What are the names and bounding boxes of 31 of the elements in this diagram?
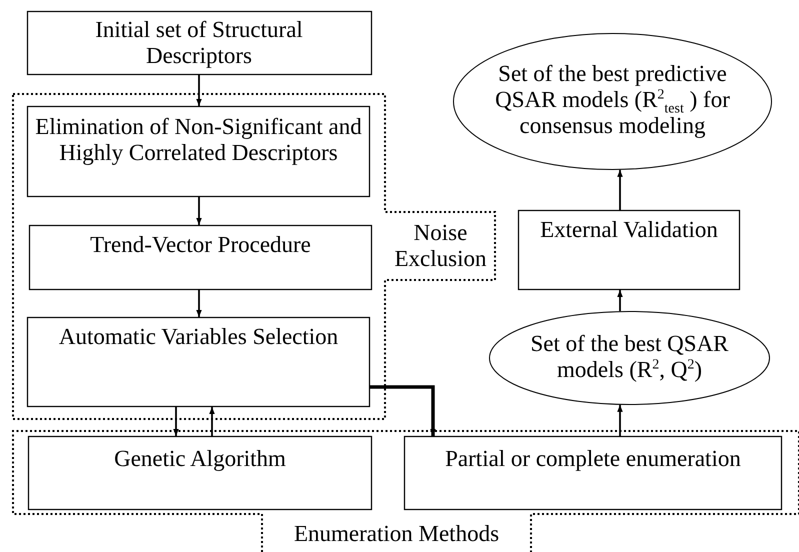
result-ellipse — [489, 311, 770, 405]
node-label: Set of the best predictive QSAR models (R$^{2}$$_{test}$ ) for consensus modeling — [494, 61, 731, 139]
node-label: Trend-Vector Procedure — [89, 232, 312, 258]
arrow — [617, 170, 623, 210]
node-label: Elimination of Non-Significant and Highly Correlated Descriptors — [34, 114, 363, 166]
node-label: Initial set of Structural Descriptors — [94, 17, 304, 69]
arrow — [173, 407, 179, 436]
node-label: External Validation — [539, 217, 719, 243]
arrow — [617, 404, 623, 436]
process-box — [404, 436, 782, 510]
group-label: Enumeration Methods — [292, 521, 500, 547]
group-region — [12, 93, 496, 420]
node-label: Set of the best QSAR models (R$^{2}$, Q$^{2}$) — [529, 331, 730, 383]
node-label: Genetic Algorithm — [113, 446, 287, 472]
process-box — [27, 106, 370, 197]
arrow — [196, 290, 202, 317]
result-ellipse — [453, 33, 772, 170]
arrow — [196, 75, 202, 106]
process-box — [27, 317, 370, 407]
process-box — [29, 225, 372, 290]
node-label: Partial or complete enumeration — [444, 446, 742, 472]
group-label: Noise Exclusion — [394, 220, 488, 272]
arrow — [196, 197, 202, 225]
process-box — [518, 210, 740, 290]
group-region — [12, 430, 799, 552]
arrow — [617, 290, 623, 312]
arrow — [209, 407, 215, 436]
arrow — [370, 385, 436, 436]
process-box — [27, 11, 372, 75]
process-box — [28, 436, 372, 510]
node-label: Automatic Variables Selection — [58, 324, 340, 350]
